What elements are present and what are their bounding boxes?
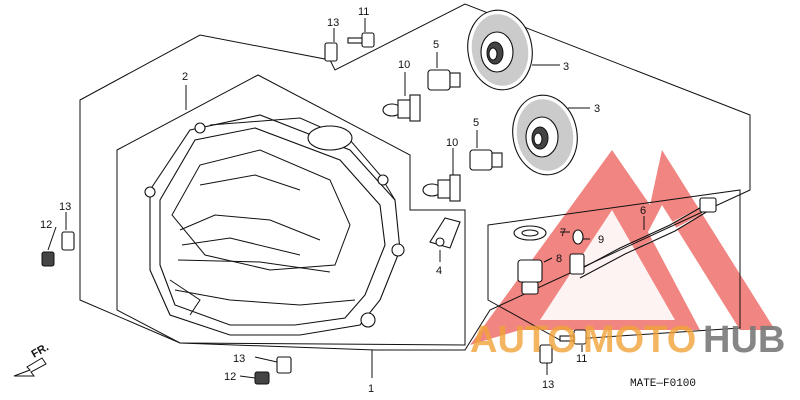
callout-13-left: 13 [59,201,71,213]
callout-1: 1 [368,383,374,395]
callout-5-lower: 5 [473,117,479,129]
dust-cover-lower [512,94,578,176]
callout-8: 8 [556,253,562,265]
dust-cover-upper [467,9,533,91]
bulb-socket-lower [469,149,503,171]
bulb-lower [422,174,461,202]
small-bulb [569,229,585,275]
bulb-socket-upper [427,69,461,91]
front-arrow-icon [13,357,47,377]
callout-11-upper: 11 [358,6,369,18]
clip-bottom-left [276,356,292,374]
screw-upper [347,32,375,48]
callout-7: 7 [560,227,566,239]
callout-13-bottom: 13 [233,353,245,365]
headlight-unit [144,114,405,336]
watermark-text-hub: HUB [703,319,785,361]
nut-left [41,251,55,267]
clip-bottom-right [539,344,553,364]
rubber-ring [513,225,547,241]
callout-13-top: 13 [327,17,339,29]
clip-left [61,231,75,251]
callout-10-lower: 10 [446,137,458,149]
callout-3-lower: 3 [594,103,600,115]
leader-lines [47,18,645,379]
callout-2: 2 [182,71,188,83]
callout-9: 9 [598,234,604,246]
watermark-text-moto: MOTO [583,319,696,361]
callout-13-right: 13 [542,379,554,391]
position-bulb-socket [517,259,543,295]
screw-lower [559,329,587,345]
callout-4: 4 [436,265,442,277]
watermark-text: AUTO MOTO HUB [470,319,785,361]
clip-top [324,42,338,62]
callout-10-upper: 10 [398,59,410,71]
nut-bottom [254,371,270,385]
adjuster-bracket [429,217,461,249]
front-direction-indicator: FR. [13,341,51,377]
front-label: FR. [30,341,51,360]
wire-harness [574,197,717,279]
callout-6: 6 [640,205,646,217]
callout-12-left: 12 [40,219,52,231]
callout-3-upper: 3 [563,61,569,73]
callout-12-bottom: 12 [224,371,236,383]
watermark-text-auto: AUTO [470,319,577,361]
callout-5-upper: 5 [433,39,439,51]
bulb-upper [382,94,421,122]
callouts: 1 2 3 3 4 5 5 6 7 8 9 10 10 11 11 12 12 … [40,6,646,395]
diagram-code: MATE—F0100 [630,378,696,390]
callout-11-lower: 11 [576,353,587,365]
